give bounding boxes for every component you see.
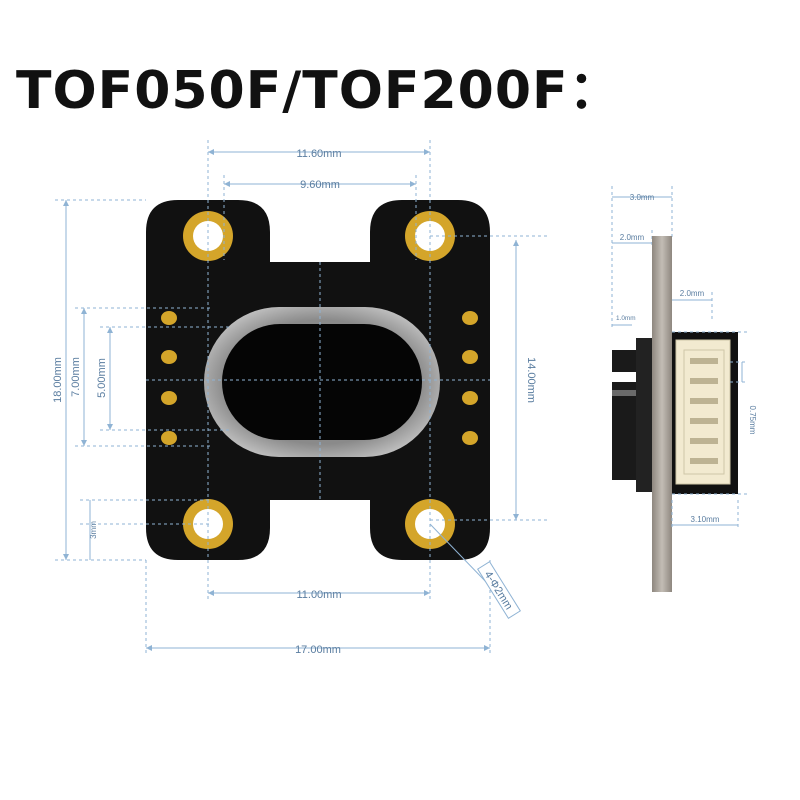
dim-right-height: 14.00mm <box>525 357 537 403</box>
hole-spec-tag: 4-Φ2mm <box>477 561 521 619</box>
dim-thickness-total: 3.0mm <box>630 193 655 202</box>
dim-height-total: 18.00mm <box>52 357 64 403</box>
page-title: TOF050F/TOF200F： <box>16 61 622 121</box>
pads-left <box>161 311 177 445</box>
dim-hole-pitch-inner: 9.60mm <box>300 179 340 191</box>
dim-hole-pitch-outer: 11.60mm <box>296 148 341 160</box>
side-board <box>652 236 672 592</box>
dim-bottom-offset: 3mm <box>89 521 98 539</box>
dim-board-offset: 2.0mm <box>620 233 645 242</box>
dim-pad-inner: 5.00mm <box>96 358 108 398</box>
sensor-window <box>222 324 422 440</box>
pads-right <box>462 311 478 445</box>
dim-pad-span: 7.00mm <box>70 357 82 397</box>
dim-sensor-protrusion: 1.0mm <box>616 315 636 322</box>
side-view: 3.0mm 2.0mm 2.0mm 1.0mm 0.75mm <box>611 186 757 592</box>
dim-connector-depth: 2.0mm <box>680 289 705 298</box>
dim-bottom-hole-pitch: 11.00mm <box>296 589 341 601</box>
dim-width-total: 17.00mm <box>295 644 341 656</box>
dim-connector-width: 3.10mm <box>691 515 720 524</box>
connector-pins <box>690 358 718 464</box>
dim-pin-pitch: 0.75mm <box>748 406 757 435</box>
front-view-board <box>146 200 490 560</box>
